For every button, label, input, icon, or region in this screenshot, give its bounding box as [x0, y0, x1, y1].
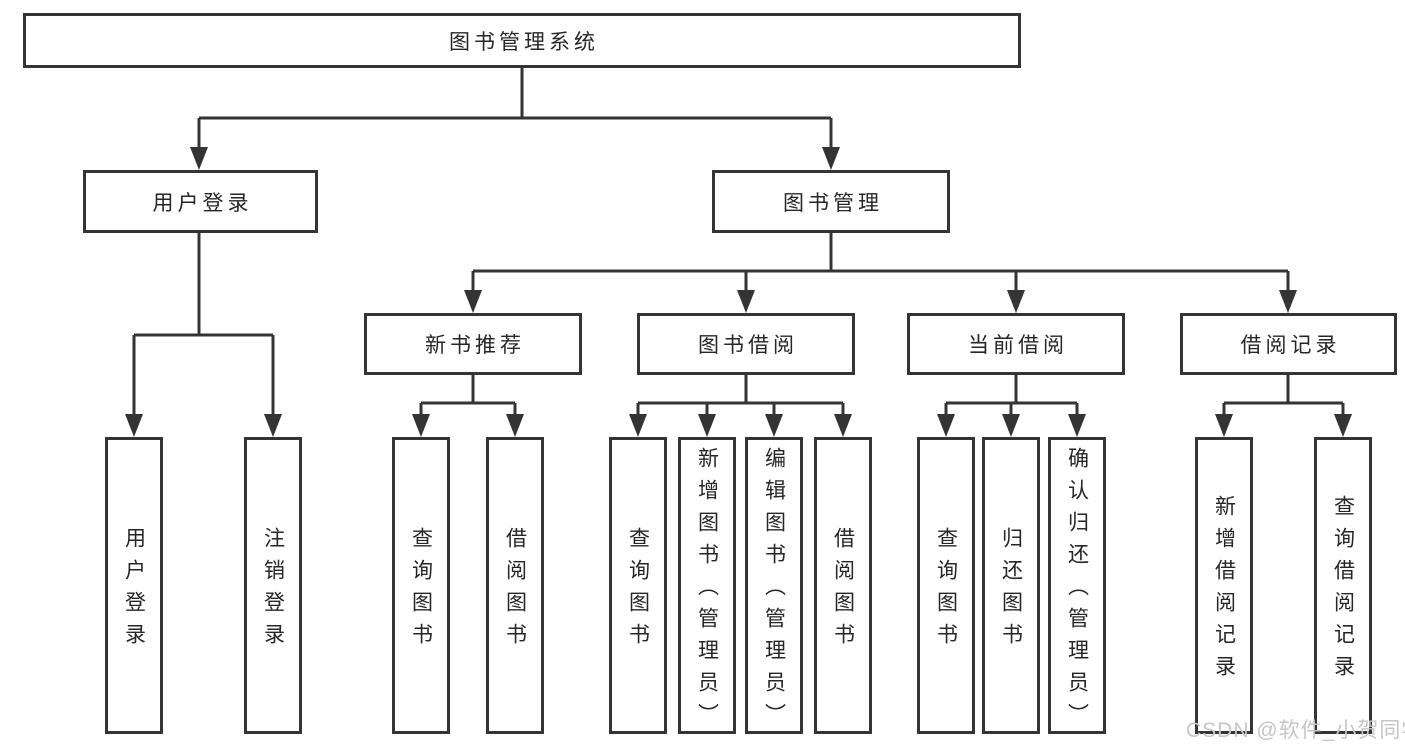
node-leaf-query-books-borrow: 查询图书: [609, 437, 667, 734]
node-leaf-borrow-books-recommend: 借阅图书: [486, 437, 544, 734]
node-leaf-user-login-label: 用户登录: [122, 527, 146, 655]
node-book-management: 图书管理: [712, 170, 950, 233]
node-leaf-edit-book-admin-label: 编辑图书（管理员）: [762, 447, 786, 735]
node-leaf-query-books-recommend-label: 查询图书: [409, 527, 433, 655]
node-leaf-return-books: 归还图书: [982, 437, 1040, 734]
node-leaf-query-books-recommend: 查询图书: [392, 437, 450, 734]
node-leaf-query-books-current: 查询图书: [917, 437, 975, 734]
node-current-borrowing-label: 当前借阅: [968, 334, 1068, 357]
node-leaf-add-book-admin-label: 新增图书（管理员）: [695, 447, 719, 735]
node-leaf-edit-book-admin: 编辑图书（管理员）: [745, 437, 803, 735]
node-leaf-query-books-current-label: 查询图书: [934, 527, 958, 655]
node-leaf-query-books-borrow-label: 查询图书: [626, 527, 650, 655]
node-leaf-logout: 注销登录: [244, 437, 302, 734]
node-book-borrowing-label: 图书借阅: [698, 334, 798, 357]
node-leaf-query-borrow-record: 查询借阅记录: [1314, 437, 1372, 734]
node-book-management-label: 图书管理: [783, 191, 883, 215]
node-current-borrowing: 当前借阅: [907, 313, 1125, 375]
node-leaf-confirm-return-admin-label: 确认归还（管理员）: [1065, 447, 1089, 735]
node-leaf-confirm-return-admin: 确认归还（管理员）: [1048, 437, 1106, 735]
node-leaf-borrow-books-recommend-label: 借阅图书: [503, 527, 527, 655]
node-borrowing-records-label: 借阅记录: [1240, 334, 1341, 357]
node-leaf-add-borrow-record: 新增借阅记录: [1195, 437, 1253, 734]
node-leaf-add-borrow-record-label: 新增借阅记录: [1212, 495, 1236, 687]
node-user-login-label: 用户登录: [152, 191, 253, 215]
node-book-borrowing: 图书借阅: [637, 313, 855, 375]
node-leaf-borrow-books-label: 借阅图书: [831, 527, 855, 655]
node-leaf-return-books-label: 归还图书: [999, 527, 1023, 655]
node-leaf-borrow-books: 借阅图书: [814, 437, 872, 734]
node-leaf-logout-label: 注销登录: [261, 527, 285, 655]
node-new-book-recommend-label: 新书推荐: [425, 334, 525, 357]
node-new-book-recommend: 新书推荐: [364, 313, 582, 375]
node-leaf-query-borrow-record-label: 查询借阅记录: [1331, 495, 1355, 687]
node-leaf-user-login: 用户登录: [105, 437, 163, 734]
node-borrowing-records: 借阅记录: [1180, 313, 1397, 375]
node-root: 图书管理系统: [23, 13, 1021, 68]
node-user-login: 用户登录: [83, 170, 318, 233]
watermark: CSDN @软件_小贺同学: [1186, 719, 1405, 742]
node-root-label: 图书管理系统: [449, 30, 599, 54]
node-leaf-add-book-admin: 新增图书（管理员）: [678, 437, 736, 735]
